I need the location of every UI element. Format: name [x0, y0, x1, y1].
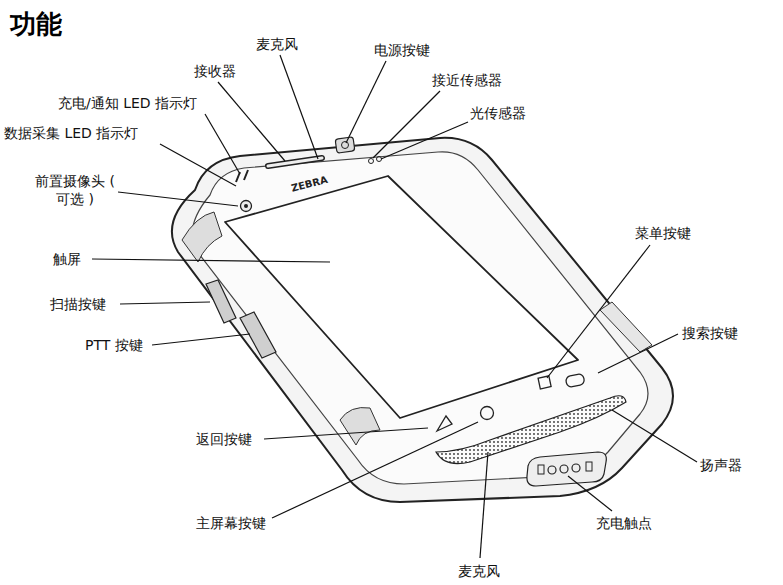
part-label: 菜单按键 — [635, 224, 691, 242]
part-label: 接收器 — [194, 62, 236, 80]
part-label: 扫描按键 — [50, 295, 106, 313]
part-label: 充电触点 — [596, 514, 652, 532]
page-title: 功能 — [10, 8, 62, 40]
part-label: 触屏 — [53, 250, 81, 268]
part-label: 电源按键 — [374, 41, 430, 59]
part-label: 麦克风 — [458, 562, 500, 580]
part-label: 搜索按键 — [682, 324, 738, 342]
part-label: 数据采集 LED 指示灯 — [4, 124, 138, 142]
part-label: 充电/通知 LED 指示灯 — [58, 94, 197, 112]
part-label: 主屏幕按键 — [196, 514, 266, 532]
part-label: 接近传感器 — [432, 71, 502, 89]
part-label: 光传感器 — [470, 104, 526, 122]
part-label: 扬声器 — [700, 456, 742, 474]
part-label: PTT 按键 — [85, 336, 143, 354]
part-label: 返回按键 — [196, 430, 252, 448]
part-label: 前置摄像头 ( 可选 ) — [35, 172, 115, 208]
part-label: 麦克风 — [256, 35, 298, 53]
